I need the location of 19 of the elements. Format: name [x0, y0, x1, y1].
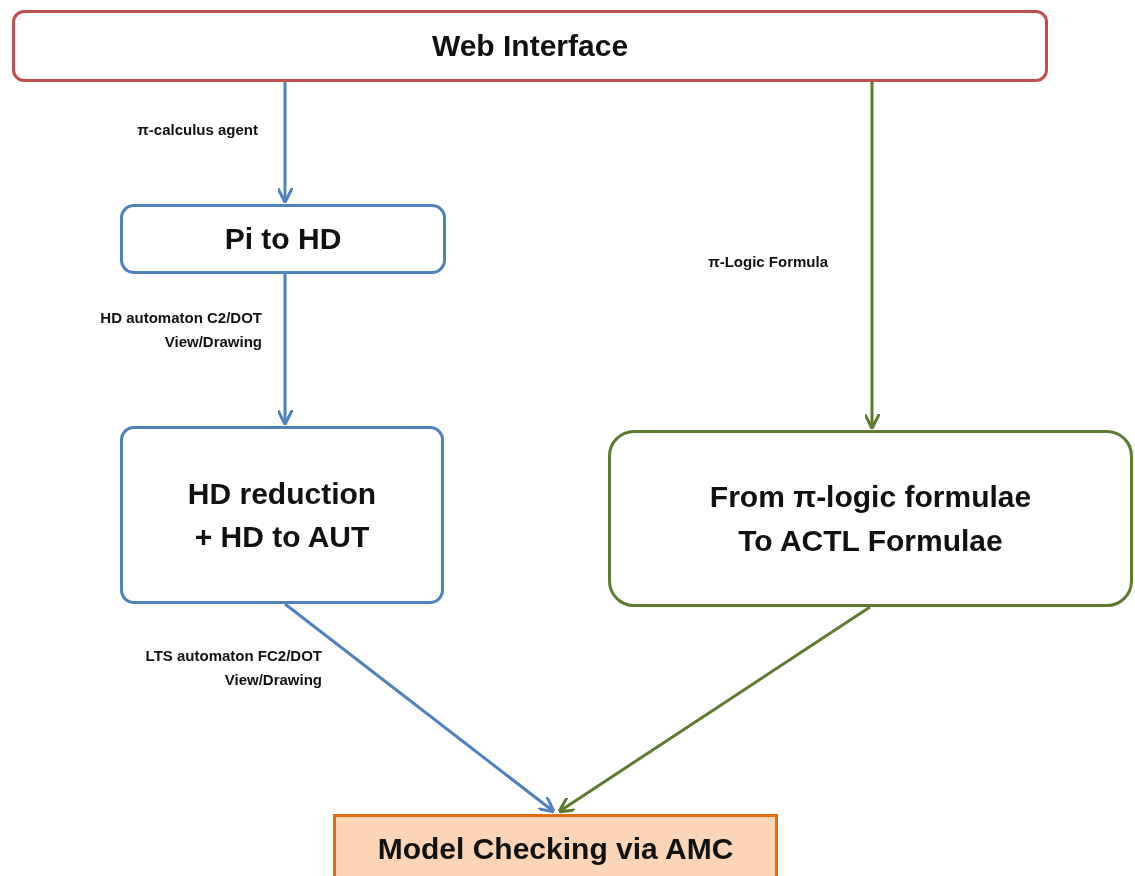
box-label: HD reduction + HD to AUT	[186, 475, 378, 555]
edge-label: π-Logic Formula	[707, 252, 828, 272]
box-label: Pi to HD	[224, 221, 342, 258]
edge-label: π-calculus agent	[136, 120, 258, 140]
arrow	[557, 605, 871, 814]
arrow	[863, 82, 881, 430]
interface-box	[12, 10, 1048, 82]
edge-label: HD automaton C2/DOT View/Drawing	[99, 308, 262, 352]
arrow	[276, 82, 294, 204]
edge-label: LTS automaton FC2/DOT View/Drawing	[144, 646, 322, 690]
process-box	[608, 430, 1133, 607]
box-label: Web Interface	[431, 28, 629, 65]
box-label: Model Checking via AMC	[377, 831, 734, 868]
result-box	[333, 814, 778, 876]
process-box	[120, 426, 444, 604]
box-label: From π-logic formulae To ACTL Formulae	[708, 479, 1033, 559]
process-box	[120, 204, 446, 274]
arrow	[276, 274, 294, 426]
arrow	[284, 602, 556, 814]
